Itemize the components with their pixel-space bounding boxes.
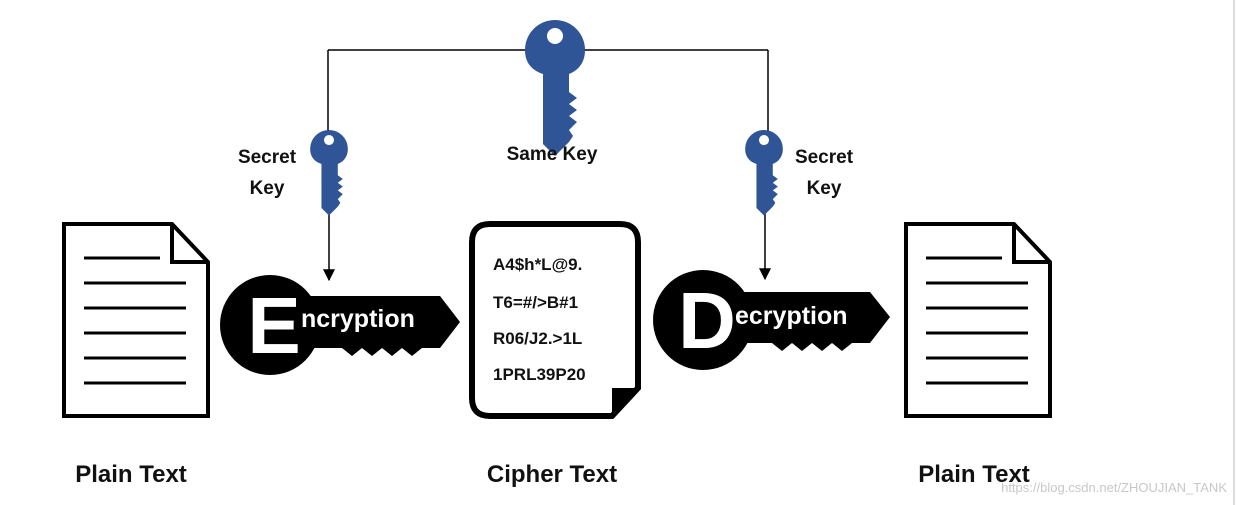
same-key-icon bbox=[525, 20, 585, 156]
encryption-label: ncryption bbox=[301, 305, 415, 333]
decryption-key-shape: D ecryption bbox=[653, 270, 890, 370]
decryption-initial: D bbox=[678, 276, 736, 365]
same-key-label: Same Key bbox=[507, 144, 598, 165]
plain-text-left-document-icon bbox=[62, 222, 210, 418]
secret-key-right-label-line2: Key bbox=[807, 178, 842, 199]
plain-text-right-document-icon bbox=[904, 222, 1052, 418]
cipher-line-3: R06/J2.>1L bbox=[493, 329, 582, 348]
encryption-key-shape: E ncryption bbox=[220, 275, 460, 375]
cipher-text-document-icon: A4$h*L@9. T6=#/>B#1 R06/J2.>1L 1PRL39P20 bbox=[469, 221, 641, 419]
cipher-text-caption: Cipher Text bbox=[487, 461, 617, 488]
secret-key-left-label-line2: Key bbox=[250, 178, 285, 199]
decryption-label: ecryption bbox=[735, 302, 848, 330]
secret-key-left-label-line1: Secret bbox=[238, 147, 297, 168]
cipher-line-1: A4$h*L@9. bbox=[493, 255, 582, 274]
plain-text-left-caption: Plain Text bbox=[75, 461, 187, 488]
secret-key-right-label-line1: Secret bbox=[795, 147, 854, 168]
plain-text-right-caption: Plain Text bbox=[918, 461, 1030, 488]
secret-key-right-icon bbox=[745, 130, 783, 216]
cipher-line-2: T6=#/>B#1 bbox=[493, 293, 578, 312]
cipher-line-4: 1PRL39P20 bbox=[493, 365, 586, 384]
watermark-text: https://blog.csdn.net/ZHOUJIAN_TANK bbox=[1001, 480, 1227, 495]
encryption-initial: E bbox=[247, 281, 300, 370]
secret-key-left-icon bbox=[310, 130, 348, 216]
